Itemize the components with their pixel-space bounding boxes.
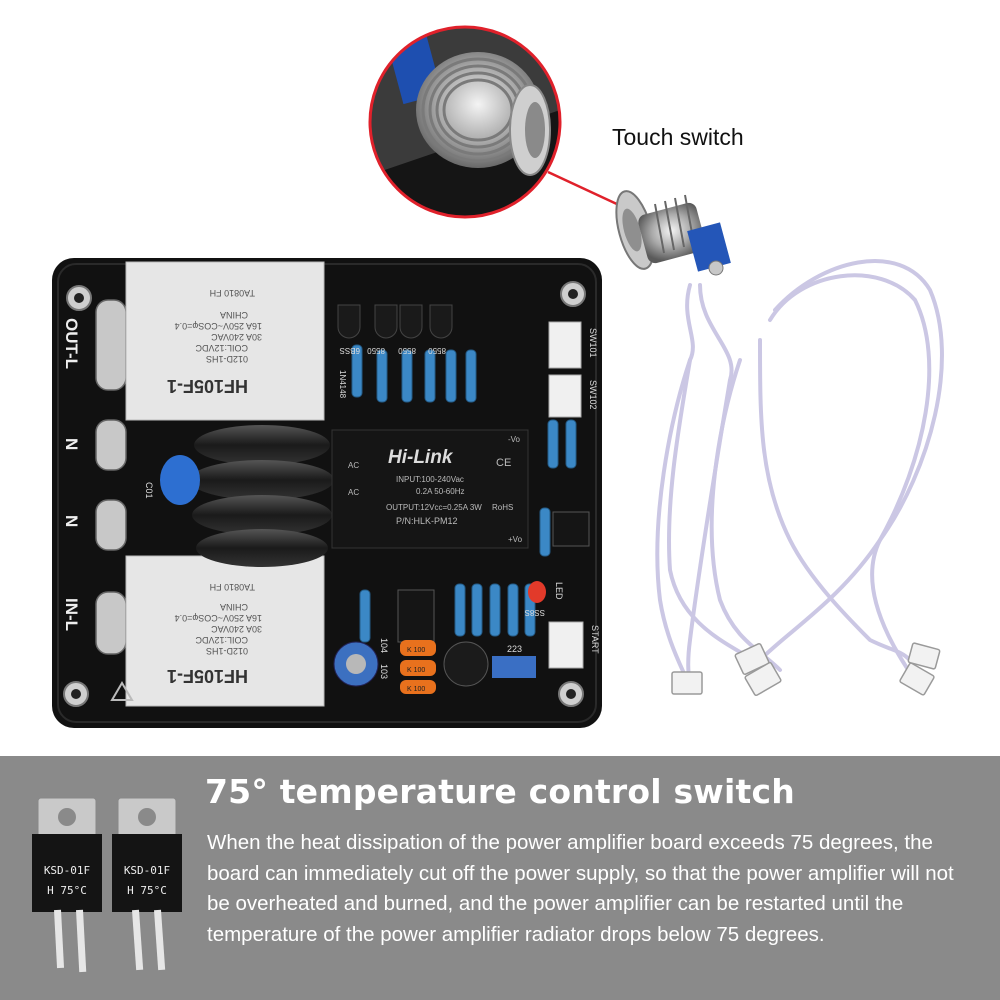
cap-label-1: K 100	[407, 647, 425, 654]
terminal-label-in-l: IN-L	[62, 598, 81, 631]
callout-magnifier	[368, 25, 562, 219]
terminal-label-n-1: N	[62, 438, 81, 450]
sensor-right: KSD-01F H 75°C	[112, 797, 182, 971]
info-panel: KSD-01F H 75°C KSD-01F H 75°C 75° temper…	[0, 756, 1000, 1000]
relay-bottom-line-4: 16A 250V~COSφ=0.4	[175, 613, 262, 623]
silk-ss8s: SS8S	[525, 608, 545, 617]
sensor-right-temp: H 75°C	[127, 884, 167, 897]
product-photo: OUT-L N N IN-L HF105F-1 012D-1HS COIL:12…	[52, 25, 944, 728]
silk-1n4148: 1N4148	[338, 370, 347, 399]
module-line-2: 0.2A 50-60Hz	[416, 487, 464, 496]
wire-connectors	[671, 642, 941, 697]
relay-bottom-line-5: CHINA	[220, 602, 248, 612]
relay-bottom-line-6: TA0810 FH	[210, 582, 255, 592]
relay-top-line-2: COIL:12VDC	[195, 343, 248, 353]
connector-label-start: START	[590, 625, 600, 654]
info-title: 75° temperature control switch	[205, 772, 795, 811]
relay-bottom-line-1: 012D-1HS	[206, 646, 248, 656]
sensor-right-model: KSD-01F	[124, 864, 170, 877]
connector-label-sw102: SW102	[588, 380, 598, 410]
info-body: When the heat dissipation of the power a…	[207, 831, 954, 946]
silk-led: LED	[554, 582, 564, 600]
silk-8550-a: 8550	[367, 346, 385, 355]
sensor-left-model: KSD-01F	[44, 864, 90, 877]
relay-top-line-4: 16A 250V~COSφ=0.4	[175, 321, 262, 331]
silk-8550-b: 8550	[398, 346, 416, 355]
module-line-3: OUTPUT:12Vcc=0.25A 3W	[386, 503, 482, 512]
sensor-left: KSD-01F H 75°C	[32, 797, 102, 973]
silk-103: 103	[379, 664, 389, 679]
module-line-1: INPUT:100-240Vac	[396, 475, 464, 484]
cap-label-3: K 100	[407, 686, 425, 693]
relay-top-line-6: TA0810 FH	[210, 288, 255, 298]
relay-top-line-3: 30A 240VAC	[211, 332, 262, 342]
pcb-board	[52, 258, 602, 728]
silk-c01: C01	[144, 482, 154, 499]
relay-top-line-1: 012D-1HS	[206, 354, 248, 364]
module-ce: CE	[496, 457, 511, 469]
touch-switch-label: Touch switch	[612, 124, 744, 150]
relay-bottom-model: HF105F-1	[167, 666, 248, 686]
cap-label-2: K 100	[407, 667, 425, 674]
module-rohs: RoHS	[492, 503, 513, 512]
module-pin-ac-1: AC	[348, 461, 359, 470]
terminal-label-out-l: OUT-L	[62, 318, 81, 369]
module-pin-vo-minus: -Vo	[508, 435, 521, 444]
relay-bottom-line-2: COIL:12VDC	[195, 635, 248, 645]
module-brand: Hi-Link	[388, 447, 454, 468]
relay-top-line-5: CHINA	[220, 310, 248, 320]
thermal-sensor-illustration: KSD-01F H 75°C KSD-01F H 75°C	[32, 797, 182, 973]
module-pin-vo-plus: +Vo	[508, 535, 523, 544]
silk-6bss: 6BSS	[340, 346, 360, 355]
relay-bottom-line-3: 30A 240VAC	[211, 624, 262, 634]
connector-label-sw101: SW101	[588, 328, 598, 358]
silk-8550-c: 8550	[428, 346, 446, 355]
sensor-left-temp: H 75°C	[47, 884, 87, 897]
wire-harness	[655, 259, 944, 692]
module-pin-ac-2: AC	[348, 488, 359, 497]
silk-104: 104	[379, 638, 389, 653]
relay-top-model: HF105F-1	[167, 376, 248, 396]
silk-223: 223	[507, 644, 522, 654]
module-line-4: P/N:HLK-PM12	[396, 516, 458, 526]
touch-switch-product	[615, 190, 731, 276]
terminal-label-n-2: N	[62, 515, 81, 527]
